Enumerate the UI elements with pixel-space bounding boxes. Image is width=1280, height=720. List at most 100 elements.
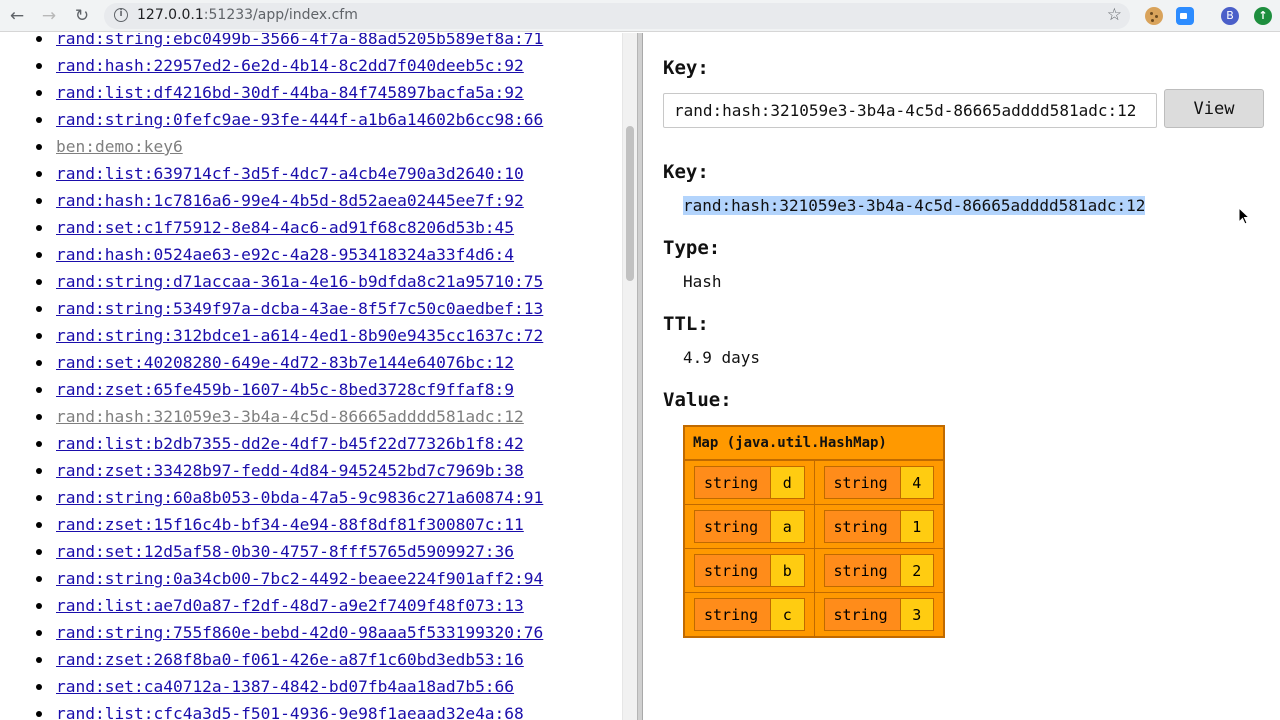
- key-input[interactable]: [663, 93, 1157, 128]
- bookmark-star-icon[interactable]: ☆: [1106, 5, 1122, 25]
- dump-value-text: 4: [899, 466, 935, 499]
- key-list-item: rand:zset:268f8ba0-f061-426e-a87f1c60bd3…: [0, 646, 543, 673]
- key-link[interactable]: rand:string:0fefc9ae-93fe-444f-a1b6a1460…: [56, 110, 544, 129]
- forward-button[interactable]: →: [41, 6, 57, 26]
- key-link[interactable]: rand:set:c1f75912-8e84-4ac6-ad91f68c8206…: [56, 218, 515, 237]
- key-link[interactable]: rand:set:40208280-649e-4d72-83b7e144e640…: [56, 353, 515, 372]
- key-list-item: ben:demo:key6: [0, 133, 543, 160]
- key-link[interactable]: rand:list:cfc4a3d5-f501-4936-9e98f1aeaad…: [56, 704, 524, 720]
- key-link[interactable]: rand:zset:15f16c4b-bf34-4e94-88f8df81f30…: [56, 515, 524, 534]
- url-text[interactable]: 127.0.0.1:51233/app/index.cfm: [137, 7, 358, 23]
- key-link[interactable]: rand:zset:65fe459b-1607-4b5c-8bed3728cf9…: [56, 380, 515, 399]
- dump-type-label: string: [823, 466, 901, 499]
- zoom-extension-icon[interactable]: [1176, 7, 1194, 25]
- key-link[interactable]: rand:string:0a34cb00-7bc2-4492-beaee224f…: [56, 569, 544, 588]
- key-list-item: rand:list:df4216bd-30df-44ba-84f745897ba…: [0, 79, 543, 106]
- url-host: 127.0.0.1: [137, 7, 204, 23]
- scrollbar-thumb[interactable]: [626, 126, 634, 281]
- url-path: :51233/app/index.cfm: [203, 7, 358, 23]
- dump-key-text: a: [770, 510, 805, 543]
- back-button[interactable]: ←: [9, 6, 25, 26]
- key-link[interactable]: ben:demo:key6: [56, 137, 183, 156]
- ttl-heading: TTL:: [663, 313, 709, 335]
- ttl-value: 4.9 days: [683, 348, 761, 367]
- key-link[interactable]: rand:zset:33428b97-fedd-4d84-9452452bd7c…: [56, 461, 524, 480]
- key-link[interactable]: rand:list:ae7d0a87-f2df-48d7-a9e2f7409f4…: [56, 596, 524, 615]
- view-button[interactable]: View: [1164, 89, 1264, 128]
- key-list-item: rand:hash:1c7816a6-99e4-4b5d-8d52aea0244…: [0, 187, 543, 214]
- key-value: rand:hash:321059e3-3b4a-4c5d-86665adddd5…: [683, 196, 1146, 215]
- key-link[interactable]: rand:string:d71accaa-361a-4e16-b9dfda8c2…: [56, 272, 544, 291]
- key-list-item: rand:zset:15f16c4b-bf34-4e94-88f8df81f30…: [0, 511, 543, 538]
- key-link[interactable]: rand:string:5349f97a-dcba-43ae-8f5f7c50c…: [56, 299, 544, 318]
- dump-value-text: 3: [899, 598, 935, 631]
- key-link[interactable]: rand:set:12d5af58-0b30-4757-8fff5765d590…: [56, 542, 515, 561]
- cookie-extension-icon[interactable]: [1145, 7, 1163, 25]
- reload-button[interactable]: ↻: [74, 6, 90, 26]
- key-link[interactable]: rand:list:b2db7355-dd2e-4df7-b45f22d7732…: [56, 434, 524, 453]
- mouse-cursor-icon: [1238, 207, 1250, 225]
- key-list-pane: rand:string:ebc0499b-3566-4f7a-88ad5205b…: [0, 33, 622, 720]
- key-list-item: rand:list:cfc4a3d5-f501-4936-9e98f1aeaad…: [0, 700, 543, 720]
- key-list: rand:string:ebc0499b-3566-4f7a-88ad5205b…: [0, 33, 543, 720]
- dump-title: Map (java.util.HashMap): [684, 426, 944, 461]
- profile-avatar[interactable]: B: [1221, 7, 1239, 25]
- key-link[interactable]: rand:string:312bdce1-a614-4ed1-8b90e9435…: [56, 326, 544, 345]
- lookup-key-heading: Key:: [663, 57, 709, 79]
- key-list-item: rand:list:639714cf-3d5f-4dc7-a4cb4e790a3…: [0, 160, 543, 187]
- dump-type-label: string: [823, 510, 901, 543]
- key-link[interactable]: rand:list:df4216bd-30df-44ba-84f745897ba…: [56, 83, 524, 102]
- key-list-item: rand:string:312bdce1-a614-4ed1-8b90e9435…: [0, 322, 543, 349]
- key-list-scrollbar[interactable]: [622, 33, 637, 720]
- key-link[interactable]: rand:zset:268f8ba0-f061-426e-a87f1c60bd3…: [56, 650, 524, 669]
- key-list-item: rand:string:0fefc9ae-93fe-444f-a1b6a1460…: [0, 106, 543, 133]
- key-list-item: rand:list:ae7d0a87-f2df-48d7-a9e2f7409f4…: [0, 592, 543, 619]
- update-arrow-icon[interactable]: ↑: [1254, 7, 1272, 25]
- key-link[interactable]: rand:hash:1c7816a6-99e4-4b5d-8d52aea0244…: [56, 191, 524, 210]
- dump-key-text: b: [770, 554, 805, 587]
- key-link[interactable]: rand:hash:321059e3-3b4a-4c5d-86665adddd5…: [56, 407, 524, 426]
- pane-divider[interactable]: [637, 33, 643, 720]
- dump-type-label: string: [823, 554, 901, 587]
- key-heading: Key:: [663, 161, 709, 183]
- key-list-item: rand:string:755f860e-bebd-42d0-98aaa5f53…: [0, 619, 543, 646]
- key-list-item: rand:set:40208280-649e-4d72-83b7e144e640…: [0, 349, 543, 376]
- dump-type-label: string: [823, 598, 901, 631]
- type-value: Hash: [683, 272, 722, 291]
- address-bar[interactable]: i 127.0.0.1:51233/app/index.cfm ☆: [104, 3, 1130, 29]
- key-list-item: rand:string:ebc0499b-3566-4f7a-88ad5205b…: [0, 33, 543, 52]
- key-link[interactable]: rand:hash:0524ae63-e92c-4a28-953418324a3…: [56, 245, 515, 264]
- key-link[interactable]: rand:string:ebc0499b-3566-4f7a-88ad5205b…: [56, 33, 544, 48]
- key-viewer-pane: Key: View Key: rand:hash:321059e3-3b4a-4…: [643, 33, 1280, 720]
- key-list-item: rand:string:5349f97a-dcba-43ae-8f5f7c50c…: [0, 295, 543, 322]
- key-link[interactable]: rand:hash:22957ed2-6e2d-4b14-8c2dd7f040d…: [56, 56, 524, 75]
- key-link[interactable]: rand:string:755f860e-bebd-42d0-98aaa5f53…: [56, 623, 544, 642]
- type-heading: Type:: [663, 237, 721, 259]
- key-link[interactable]: rand:set:ca40712a-1387-4842-bd07fb4aa18a…: [56, 677, 515, 696]
- key-list-item: rand:hash:321059e3-3b4a-4c5d-86665adddd5…: [0, 403, 543, 430]
- key-link[interactable]: rand:string:60a8b053-0bda-47a5-9c9836c27…: [56, 488, 544, 507]
- info-icon[interactable]: i: [114, 8, 128, 22]
- key-link[interactable]: rand:list:639714cf-3d5f-4dc7-a4cb4e790a3…: [56, 164, 524, 183]
- dump-type-label: string: [693, 598, 772, 631]
- key-list-item: rand:list:b2db7355-dd2e-4df7-b45f22d7732…: [0, 430, 543, 457]
- key-list-item: rand:set:ca40712a-1387-4842-bd07fb4aa18a…: [0, 673, 543, 700]
